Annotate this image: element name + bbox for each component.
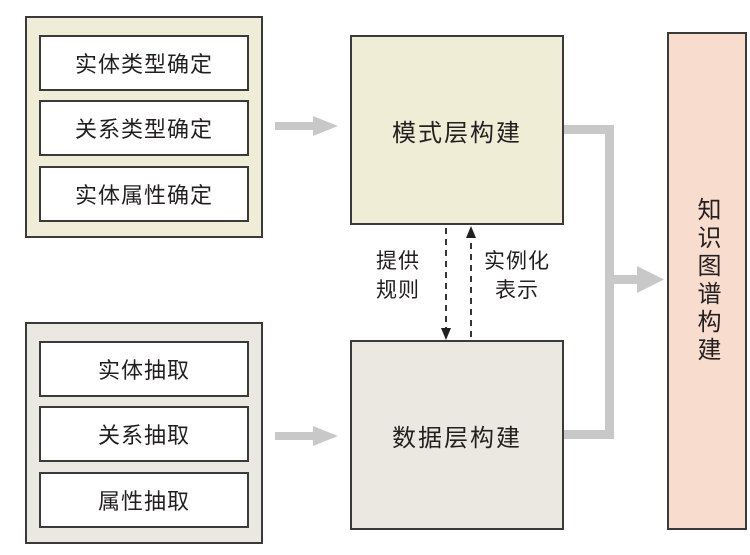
schema-tasks-group: 实体类型确定 关系类型确定 实体属性确定 <box>25 16 263 238</box>
instance-representation-label: 实例化 表示 <box>484 249 550 302</box>
task-relation-type: 关系类型确定 <box>39 100 249 156</box>
dashed-arrow-provide-rules <box>441 228 451 340</box>
task-entity-extraction: 实体抽取 <box>39 341 249 397</box>
schema-layer-box: 模式层构建 <box>350 35 564 225</box>
merge-connector <box>564 125 664 439</box>
knowledge-graph-label: 知识图谱构建 <box>693 197 721 365</box>
task-relation-extraction: 关系抽取 <box>39 406 249 462</box>
task-entity-attribute: 实体属性确定 <box>39 166 249 222</box>
provide-rules-label: 提供 规则 <box>376 249 420 302</box>
task-entity-type: 实体类型确定 <box>39 35 249 91</box>
task-attribute-extraction: 属性抽取 <box>39 472 249 528</box>
knowledge-graph-box: 知识图谱构建 <box>667 32 747 530</box>
data-tasks-group: 实体抽取 关系抽取 属性抽取 <box>25 322 263 544</box>
data-layer-box: 数据层构建 <box>350 340 564 530</box>
dashed-arrow-instantiate <box>466 226 476 337</box>
arrow-data-group-to-layer <box>275 426 338 446</box>
arrow-schema-group-to-layer <box>275 116 338 136</box>
